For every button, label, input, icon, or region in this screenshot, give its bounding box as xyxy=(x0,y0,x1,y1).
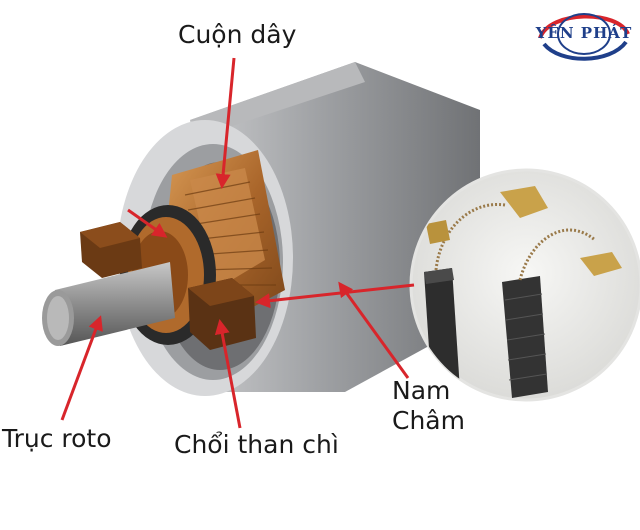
logo-text: YÊN PHÁT xyxy=(535,24,633,42)
logo-emblem-icon xyxy=(538,13,630,61)
brand-logo: YÊN PHÁT xyxy=(530,4,638,66)
carbon-brush-bottom xyxy=(188,278,256,350)
arrow-coil xyxy=(215,57,236,189)
label-magnet-line1: Nam xyxy=(392,376,451,405)
label-magnet-line2: Châm xyxy=(392,406,465,435)
label-magnet: Nam Châm xyxy=(392,376,465,436)
pointer-arrows xyxy=(60,57,415,429)
rotor-shaft xyxy=(42,262,175,346)
carbon-brush-top xyxy=(80,222,142,278)
arrow-coil-brush xyxy=(127,208,168,238)
arrow-brush xyxy=(214,319,242,429)
arrow-photo-to-brush xyxy=(255,283,415,309)
arrow-magnet xyxy=(338,281,410,379)
label-rotor-shaft: Trục roto xyxy=(2,424,112,453)
label-coil: Cuộn dây xyxy=(178,20,297,49)
label-carbon-brush: Chổi than chì xyxy=(174,430,339,459)
brush-photo-inset xyxy=(409,168,640,402)
arrow-shaft xyxy=(60,315,103,421)
